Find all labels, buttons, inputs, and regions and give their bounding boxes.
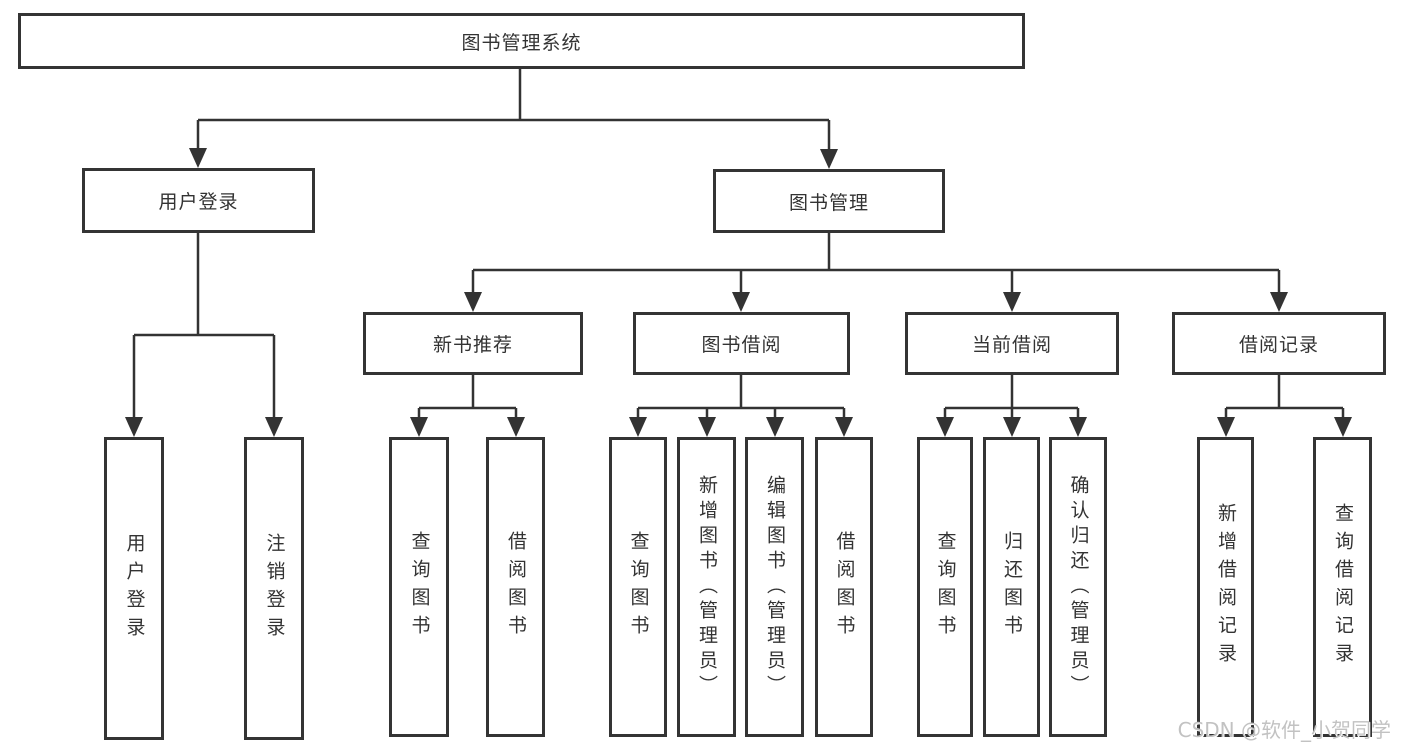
leaf-borrow-book: 借阅图书 — [815, 437, 873, 737]
leaf-record-add-label: 新增借阅记录 — [1215, 503, 1237, 671]
connector-bookmgmt-to-level3 — [464, 233, 1288, 312]
leaf-borrow-edit-admin-label: 编辑图书（管理员） — [764, 474, 786, 700]
node-book-borrow-label: 图书借阅 — [701, 334, 782, 356]
watermark: CSDN @软件_小贺同学 — [1177, 718, 1391, 742]
leaf-current-query-label: 查询图书 — [934, 531, 957, 643]
leaf-current-confirm-admin: 确认归还（管理员） — [1049, 437, 1107, 737]
node-root-system-label: 图书管理系统 — [461, 31, 582, 54]
node-root-system: 图书管理系统 — [18, 13, 1025, 69]
leaf-current-return: 归还图书 — [983, 437, 1040, 737]
leaf-newbook-borrow-label: 借阅图书 — [505, 531, 527, 643]
leaf-newbook-query: 查询图书 — [389, 437, 449, 737]
leaf-current-return-label: 归还图书 — [1001, 531, 1023, 643]
node-book-management-label: 图书管理 — [788, 191, 869, 214]
connector-userlogin-to-leaves — [125, 233, 283, 437]
node-current-borrow-label: 当前借阅 — [971, 334, 1052, 356]
leaf-user-login-label: 用户登录 — [123, 532, 146, 645]
leaf-borrow-add-admin-label: 新增图书（管理员） — [696, 474, 718, 700]
leaf-user-login: 用户登录 — [104, 437, 164, 740]
node-book-management: 图书管理 — [713, 169, 945, 233]
node-user-login: 用户登录 — [82, 168, 315, 233]
leaf-record-query: 查询借阅记录 — [1313, 437, 1372, 737]
leaf-borrow-book-label: 借阅图书 — [833, 531, 856, 643]
node-new-book-recommend: 新书推荐 — [363, 312, 583, 375]
leaf-borrow-query-label: 查询图书 — [627, 531, 650, 643]
leaf-current-query: 查询图书 — [917, 437, 973, 737]
connector-records-to-leaves — [1217, 375, 1352, 437]
leaf-newbook-query-label: 查询图书 — [408, 531, 431, 643]
connector-current-to-leaves — [936, 375, 1087, 437]
connector-borrow-to-leaves — [629, 375, 853, 437]
leaf-borrow-query: 查询图书 — [609, 437, 667, 737]
node-new-book-recommend-label: 新书推荐 — [432, 334, 513, 356]
node-current-borrow: 当前借阅 — [905, 312, 1119, 375]
connector-root-to-level2 — [189, 69, 838, 169]
leaf-current-confirm-admin-label: 确认归还（管理员） — [1067, 474, 1090, 700]
leaf-logout: 注销登录 — [244, 437, 304, 740]
node-book-borrow: 图书借阅 — [633, 312, 850, 375]
leaf-logout-label: 注销登录 — [263, 532, 286, 645]
leaf-record-query-label: 查询借阅记录 — [1332, 503, 1354, 671]
leaf-borrow-add-admin: 新增图书（管理员） — [677, 437, 736, 737]
node-user-login-label: 用户登录 — [158, 191, 239, 213]
leaf-record-add: 新增借阅记录 — [1197, 437, 1254, 737]
leaf-borrow-edit-admin: 编辑图书（管理员） — [745, 437, 804, 737]
leaf-newbook-borrow: 借阅图书 — [486, 437, 545, 737]
node-borrow-records-label: 借阅记录 — [1238, 334, 1319, 356]
connector-newbook-to-leaves — [410, 375, 525, 437]
node-borrow-records: 借阅记录 — [1172, 312, 1386, 375]
